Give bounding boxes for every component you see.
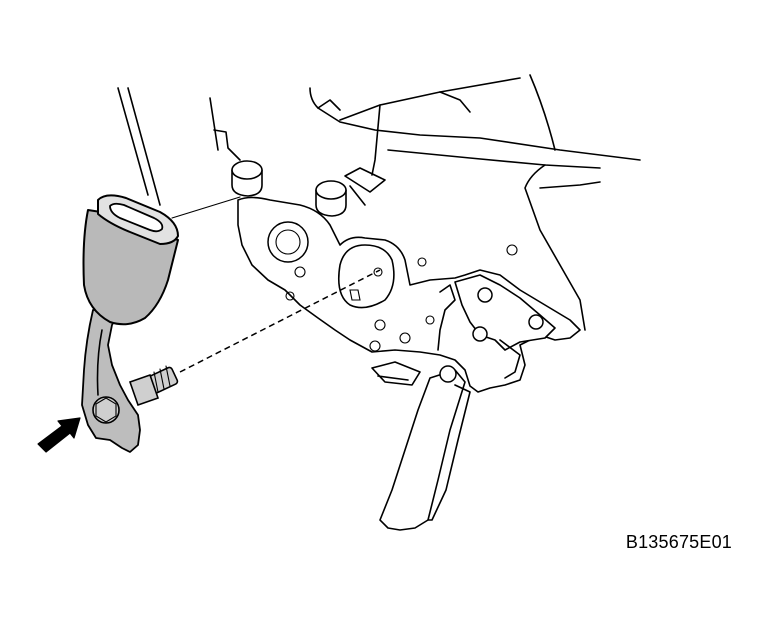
buckle-latch-slot bbox=[109, 202, 164, 233]
bolt-pointer-arrow bbox=[37, 417, 81, 453]
alignment-lines bbox=[171, 196, 381, 373]
bushings bbox=[231, 160, 347, 217]
buckle-alignment-line bbox=[171, 196, 241, 219]
plate-hole-large bbox=[267, 221, 309, 263]
figure-reference-code: B135675E01 bbox=[625, 532, 732, 552]
plate-slot bbox=[337, 244, 395, 309]
seat-belt-buckle bbox=[81, 194, 179, 453]
mounting-bolt bbox=[92, 365, 179, 424]
mounting-plate bbox=[237, 196, 581, 393]
bolt-head bbox=[92, 396, 120, 424]
seat-frame bbox=[117, 74, 641, 331]
lower-lever-arm bbox=[371, 361, 471, 531]
bolt-alignment-dashed-line bbox=[179, 269, 381, 373]
